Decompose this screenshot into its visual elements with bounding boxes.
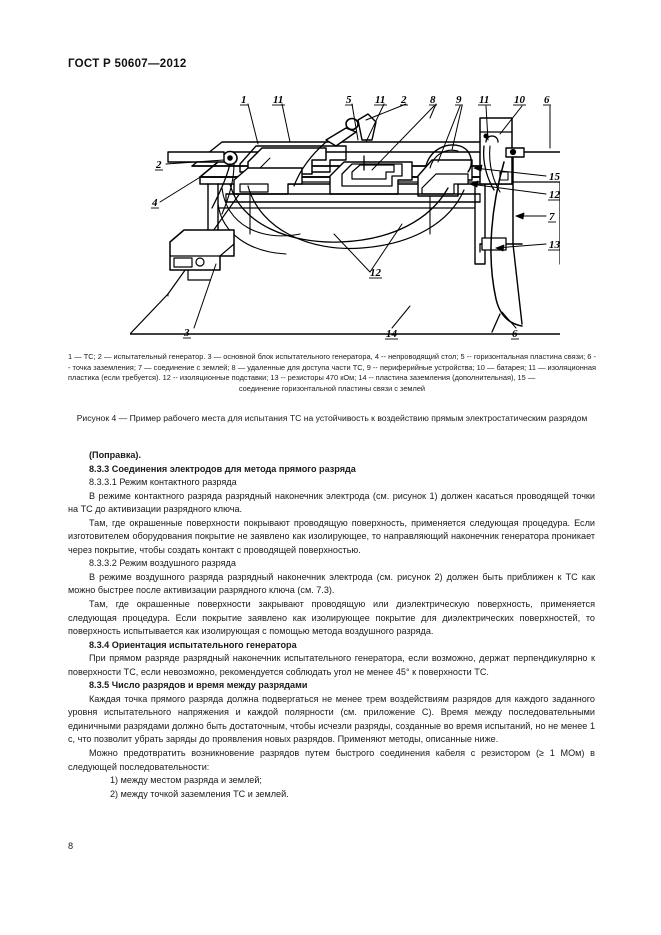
paragraph-8-3-5: Каждая точка прямого разряда должна подв… xyxy=(68,693,595,745)
list-item-2: 2) между точкой заземления ТС и землей. xyxy=(110,788,289,799)
paragraph-8-3-3-1-b: Там, где окрашенные поверхности покрываю… xyxy=(68,517,595,555)
figure-legend: 1 — ТС; 2 — испытательный генератор. 3 —… xyxy=(68,352,596,394)
paragraph-8-3-4: При прямом разряде разрядный наконечник … xyxy=(68,653,595,677)
list-item-1: 1) между местом разряда и землей; xyxy=(110,775,262,786)
figure-caption-line2: электростатическим разрядом xyxy=(465,413,588,423)
paragraph-8-3-3-2-b: Там, где окрашенные поверхности закрываю… xyxy=(68,599,595,637)
figure-caption: Рисунок 4 — Пример рабочего места для ис… xyxy=(68,412,596,425)
paragraph-8-3-5-b: Можно предотвратить возникновение разряд… xyxy=(68,748,595,772)
heading-8-3-5: 8.3.5 Число разрядов и время между разря… xyxy=(89,680,308,691)
callout-14: 14 xyxy=(386,328,398,340)
callout-6-top: 6 xyxy=(544,94,550,106)
callout-4: 4 xyxy=(151,197,158,209)
figure-legend-text: 1 — ТС; 2 — испытательный генератор. 3 —… xyxy=(68,352,596,383)
callout-9: 9 xyxy=(456,94,462,106)
callout-1: 1 xyxy=(241,94,247,106)
subheading-8-3-3-1: 8.3.3.1 Режим контактного разряда xyxy=(89,477,237,488)
page-number: 8 xyxy=(68,841,74,851)
callout-10: 10 xyxy=(514,94,526,106)
figure-caption-line1: Рисунок 4 — Пример рабочего места для ис… xyxy=(76,413,464,423)
callout-13: 13 xyxy=(549,239,560,251)
callout-2-top: 2 xyxy=(400,94,407,106)
figure-legend-lastline: соединение горизонтальной пластины связи… xyxy=(238,383,426,393)
callout-7: 7 xyxy=(549,211,555,223)
callout-11-c: 11 xyxy=(479,94,489,106)
callout-12-mid: 12 xyxy=(370,267,382,279)
callout-8: 8 xyxy=(430,94,436,106)
page-header: ГОСТ Р 50607—2012 xyxy=(68,58,187,70)
callout-15: 15 xyxy=(549,171,560,183)
popravka-note: (Поправка). xyxy=(89,450,141,460)
subheading-8-3-3-2: 8.3.3.2 Режим воздушного разряда xyxy=(89,558,236,569)
callout-6-bottom: 6 xyxy=(512,328,518,340)
callout-3: 3 xyxy=(183,327,190,339)
paragraph-8-3-3-1: В режиме контактного разряда разрядный н… xyxy=(68,490,595,515)
body-content: (Поправка). 8.3.3 Соединения электродов … xyxy=(68,449,595,801)
callout-12-right: 12 xyxy=(549,189,560,201)
callout-2-left: 2 xyxy=(155,159,162,171)
figure-4-diagram: 1 11 5 11 2 8 9 11 10 6 2 4 15 12 7 13 3 xyxy=(130,84,560,349)
callout-5: 5 xyxy=(346,94,352,106)
callout-11-b: 11 xyxy=(375,94,385,106)
heading-8-3-3: 8.3.3 Соединения электродов для метода п… xyxy=(89,463,356,474)
heading-8-3-4: 8.3.4 Ориентация испытательного генерато… xyxy=(89,639,297,650)
paragraph-8-3-3-2: В режиме воздушного разряда разрядный на… xyxy=(68,571,595,596)
callout-11-a: 11 xyxy=(273,94,283,106)
